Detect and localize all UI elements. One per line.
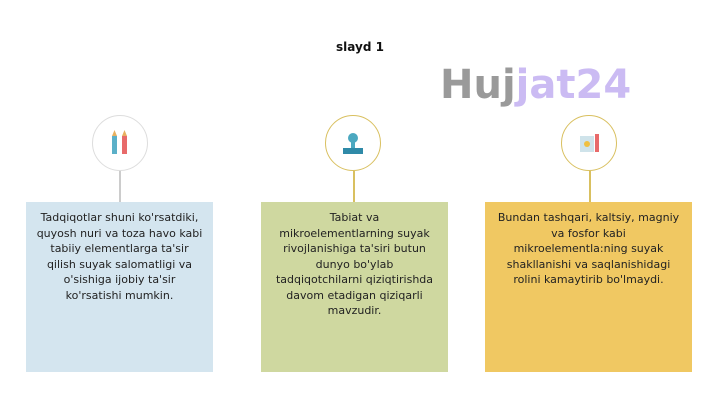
drawing-icon-circle xyxy=(561,115,617,171)
card-text: Bundan tashqari, kaltsiy, magniy va fosf… xyxy=(497,211,680,286)
watermark-part1: Huj xyxy=(440,62,516,108)
card-text: Tadqiqotlar shuni ko'rsatdiki, quyosh nu… xyxy=(36,211,203,302)
connector-line xyxy=(589,171,591,202)
lab-icon-circle xyxy=(325,115,381,171)
card-text: Tabiat va mikroelementlarning suyak rivo… xyxy=(275,211,434,317)
slide-title: slayd 1 xyxy=(336,40,384,54)
lab-icon xyxy=(343,133,363,154)
info-card-3: Bundan tashqari, kaltsiy, magniy va fosf… xyxy=(485,202,692,372)
watermark: Hujjat24 xyxy=(440,62,631,108)
pencils-icon-circle xyxy=(92,115,148,171)
pencils-icon xyxy=(112,130,127,154)
info-card-2: Tabiat va mikroelementlarning suyak rivo… xyxy=(261,202,448,372)
connector-line xyxy=(119,171,121,202)
info-card-1: Tadqiqotlar shuni ko'rsatdiki, quyosh nu… xyxy=(26,202,213,372)
connector-line xyxy=(353,171,355,202)
drawing-icon xyxy=(580,134,599,152)
watermark-part2: jat24 xyxy=(515,62,632,108)
